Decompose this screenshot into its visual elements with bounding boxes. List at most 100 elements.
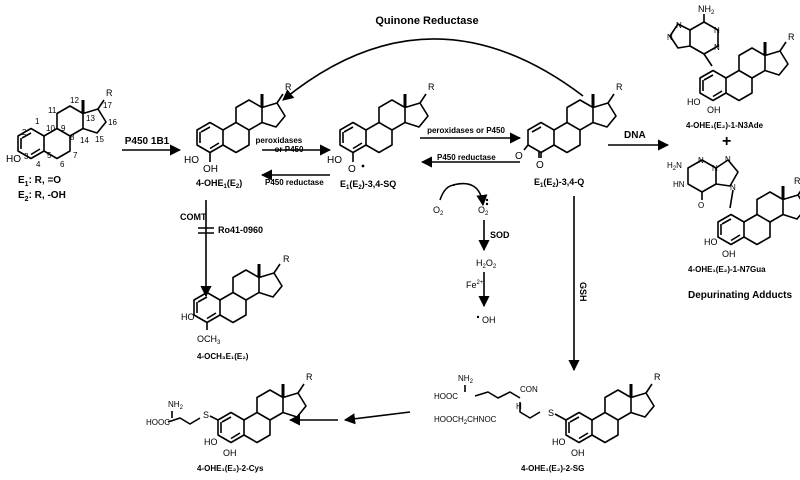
estrogen-ho: HO — [6, 154, 21, 165]
atom-number: 4 — [36, 160, 41, 169]
sg-to-cys-arrow — [343, 411, 411, 425]
n7gua-r: R — [794, 176, 800, 186]
e2-label: E2: R, -OH — [18, 190, 66, 203]
4-ohe-structure: HO OH R 4-OHE1(E2) — [184, 82, 292, 190]
p450-1b1-label: P450 1B1 — [125, 136, 170, 147]
quinone-reductase-arrow — [282, 38, 584, 101]
depurinating-adducts-label: Depurinating Adducts — [688, 290, 793, 301]
sq-ho: HO — [327, 155, 342, 166]
superoxide-label: O2 — [478, 205, 489, 217]
hydroxyl-radical-label: OH — [482, 315, 496, 325]
sg-h: H — [516, 402, 522, 411]
och3-group: OCH3 — [197, 334, 221, 346]
n3ade-nh2: NH2 — [698, 4, 715, 16]
4-ohe-oh: OH — [203, 164, 218, 175]
n7gua-hn: HN — [673, 180, 685, 189]
atom-number: 3 — [24, 152, 29, 161]
cys-hooc: HOOC — [146, 418, 170, 427]
atom-number: 10 — [46, 124, 55, 133]
atom-number: 14 — [80, 136, 89, 145]
cys-r: R — [306, 372, 313, 382]
sg-nh2: NH2 — [458, 374, 474, 385]
och3-r: R — [283, 254, 290, 264]
h2o2-label: H2O2 — [476, 258, 497, 270]
n7gua-o: O — [698, 201, 704, 210]
atom-number: 15 — [95, 135, 104, 144]
4-och3-structure: HO OCH3 R 4-OCH₃E₁(E₂) — [181, 254, 290, 361]
sg-r: R — [654, 372, 661, 382]
semiquinone-structure: HO O R E1(E2)-3,4-SQ — [327, 82, 435, 191]
atom-number: 13 — [86, 114, 95, 123]
och3-ho: HO — [181, 312, 195, 322]
atom-number: 16 — [108, 118, 117, 127]
n7gua-n: N — [730, 183, 736, 192]
sg-s: S — [548, 408, 554, 418]
n7gua-oh: OH — [722, 249, 736, 259]
peroxidases-or-p450-label: peroxidases or P450 — [427, 126, 505, 135]
n3ade-ho: HO — [687, 97, 701, 107]
n7gua-h2n: H2N — [667, 161, 682, 172]
atom-number: 11 — [48, 106, 57, 115]
inhibition-bars — [198, 227, 214, 234]
n3ade-r: R — [788, 32, 795, 42]
4-ohe-name: 4-OHE1(E2) — [196, 178, 242, 190]
cys-nh2: NH2 — [168, 400, 184, 411]
n7gua-n: N — [698, 156, 704, 165]
fe2-label: Fe2+ — [466, 280, 484, 290]
n3ade-oh: OH — [707, 105, 721, 115]
n7gua-ho: HO — [704, 237, 718, 247]
n3ade-name: 4-OHE₁(E₂)-1-N3Ade — [686, 121, 764, 130]
n3ade-n: N — [667, 33, 673, 42]
o2-label: O2 — [433, 205, 444, 217]
sg-hooc1: HOOC — [434, 392, 458, 401]
4-ohe-r: R — [285, 82, 292, 92]
atom-number: 6 — [60, 160, 65, 169]
sq-r: R — [428, 82, 435, 92]
n3ade-n: N — [714, 26, 720, 35]
n7gua-name: 4-OHE₁(E₂)-1-N7Gua — [688, 265, 766, 274]
cys-s: S — [203, 410, 209, 420]
atom-number: 17 — [103, 101, 112, 110]
p450-reductase-label-2: P450 reductase — [437, 153, 496, 162]
n7gua-adduct-structure: H2N HN O N N N N HO OH R 4-OHE₁(E₂)-1-N7… — [667, 155, 800, 274]
dna-label: DNA — [624, 130, 646, 141]
atom-number: 5 — [47, 151, 52, 160]
p450-reductase-label-1: P450 reductase — [265, 178, 324, 187]
n7gua-n: N — [712, 164, 718, 173]
sg-name: 4-OHE₁(E₂)-2-SG — [521, 464, 584, 473]
atom-number: 1 — [35, 117, 40, 126]
sq-o-radical: O — [348, 164, 356, 175]
q-r: R — [616, 82, 623, 92]
atom-number: 9 — [61, 124, 66, 133]
n3ade-adduct-structure: NH2 N N N N HO OH R 4-OHE₁(E₂)-1-N3Ade — [667, 4, 795, 130]
e1-label: E1: R, =O — [18, 175, 61, 188]
sg-ho: HO — [552, 437, 566, 447]
ro41-0960-label: Ro41-0960 — [218, 225, 263, 235]
atom-number: 7 — [73, 151, 78, 160]
gsh-label: GSH — [578, 282, 588, 302]
n7gua-n: N — [725, 155, 731, 164]
sg-oh: OH — [571, 448, 585, 458]
sg-conjugate-structure: NH2 HOOC CON H HOOCH2CHNOC S HO OH R 4-O… — [434, 372, 661, 473]
estrogen-structure: HO R 1 2 3 4 5 6 7 8 9 10 11 12 13 14 15… — [6, 88, 117, 203]
n3ade-n: N — [676, 21, 682, 30]
4-ohe-ho: HO — [184, 155, 199, 166]
cys-oh: OH — [223, 448, 237, 458]
plus-sign: + — [722, 133, 731, 150]
redox-curve-arrow — [452, 182, 488, 207]
q-o2: O — [536, 160, 544, 171]
atom-number: 8 — [70, 133, 75, 142]
q-name: E1(E2)-3,4-Q — [534, 177, 584, 189]
q-o1: O — [515, 151, 523, 162]
cys-name: 4-OHE₁(E₂)-2-Cys — [197, 464, 264, 473]
n3ade-n: N — [714, 43, 720, 52]
cys-ho: HO — [204, 437, 218, 447]
cys-conjugate-structure: NH2 HOOC S HO OH R 4-OHE₁(E₂)-2-Cys — [146, 372, 313, 473]
atom-number: 12 — [70, 96, 79, 105]
quinone-reductase-label: Quinone Reductase — [375, 15, 478, 27]
redox-curve — [439, 184, 456, 201]
sq-name: E1(E2)-3,4-SQ — [340, 179, 396, 191]
sg-hooc2: HOOCH2CHNOC — [434, 415, 497, 426]
och3-name: 4-OCH₃E₁(E₂) — [197, 352, 249, 361]
